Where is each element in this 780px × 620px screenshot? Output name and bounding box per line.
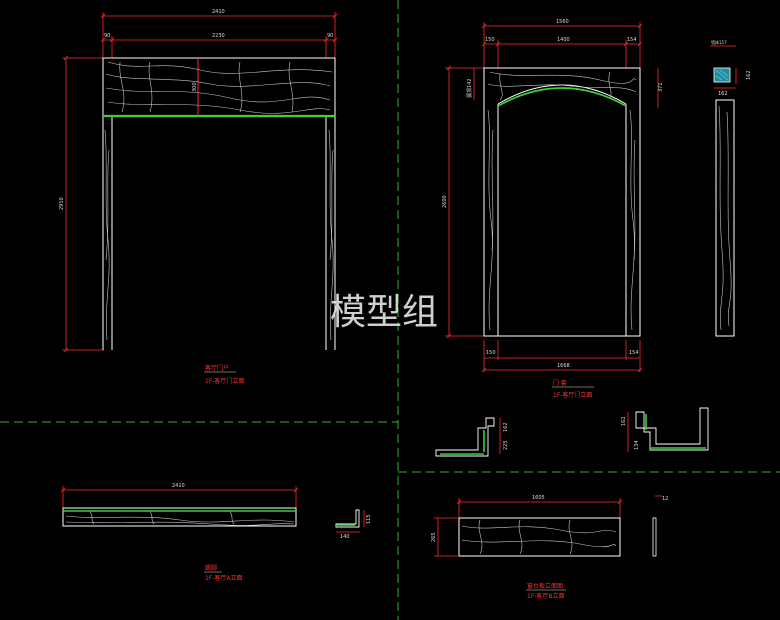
skirting-grain (65, 511, 295, 526)
skirting-subtitle: 1F-客厅A立面 (205, 574, 243, 582)
side-profile-top-label: 墙体157 (711, 39, 727, 45)
left-door-lintel-height: 300 (192, 82, 198, 92)
arch-door-seg-right: 154 (627, 37, 637, 43)
window-sill-grain (461, 519, 617, 555)
side-profile-view: 墙体157 162 162 (710, 39, 752, 337)
arch-door-frame (483, 67, 641, 337)
side-profile-depth-bottom: 162 (718, 91, 728, 97)
skirting-detail: 115 140 (335, 509, 372, 540)
left-door-frame (102, 57, 336, 350)
arch-door-foot-right: 154 (629, 350, 639, 356)
arch-door-title: 门 套 (553, 379, 567, 387)
left-door-elevation: 2410 90 2230 90 2910 300 (59, 9, 338, 385)
skirting-board (62, 507, 297, 527)
section-profile-a: 162 225 (435, 417, 509, 457)
window-sill-title: 窗台板立面图 (527, 582, 563, 590)
arch-door-width-top: 1560 (556, 19, 569, 25)
section-b-dim-2: 134 (634, 440, 640, 450)
arch-door-height: 2600 (442, 195, 448, 208)
left-door-title: 客厅门户 (205, 364, 229, 372)
side-profile-depth-top: 162 (746, 70, 752, 80)
arch-door-foot-left: 150 (486, 350, 496, 356)
side-profile-grain (718, 105, 732, 331)
window-sill-width: 1605 (532, 495, 545, 501)
window-sill-elevation: 1605 265 12 窗台板立面图 1F-客厅B立面 (431, 495, 668, 600)
section-a-dim-1: 162 (503, 422, 509, 432)
side-profile-body (715, 99, 735, 337)
arch-door-wood-grain (487, 71, 637, 331)
section-b-dim-1: 162 (621, 416, 627, 426)
left-door-wood-grain (104, 61, 334, 341)
skirting-title: 踢脚 (205, 564, 217, 572)
skirting-width: 2410 (172, 483, 185, 489)
arch-door-elevation: 1560 150 1400 154 2600 弧顶142 371 150 154… (442, 19, 664, 399)
arch-door-arch-right: 371 (658, 82, 664, 92)
window-sill-subtitle: 1F-客厅B立面 (527, 592, 565, 600)
arch-door-seg-mid: 1400 (557, 37, 570, 43)
skirting-elevation: 2410 踢脚 1F-客厅A立面 115 140 (60, 483, 372, 582)
window-sill-height: 265 (431, 532, 437, 542)
arch-door-dimensions (445, 22, 659, 373)
window-sill-section (652, 517, 657, 557)
window-sill-board (458, 517, 621, 557)
arch-door-width-bottom: 1668 (557, 363, 570, 369)
left-door-width-total: 2410 (212, 9, 225, 15)
watermark-text: 模型组 (330, 292, 438, 333)
section-a-dim-2: 225 (503, 440, 509, 450)
left-door-seg-right: 90 (327, 33, 333, 39)
left-door-seg-mid: 2230 (212, 33, 225, 39)
arch-door-arch-left: 弧顶142 (466, 78, 473, 98)
window-sill-thickness: 12 (662, 496, 668, 502)
section-profile-b: 162 134 (621, 407, 709, 452)
left-door-height: 2910 (59, 197, 65, 210)
left-door-subtitle: 1F-客厅门立面 (205, 377, 244, 385)
left-door-seg-left: 90 (104, 33, 110, 39)
skirting-detail-height: 115 (366, 514, 372, 524)
skirting-detail-width: 140 (340, 534, 350, 540)
arch-door-seg-left: 150 (485, 37, 495, 43)
arch-door-arch-trim (497, 87, 627, 107)
arch-door-subtitle: 1F-客厅门立面 (553, 391, 592, 399)
